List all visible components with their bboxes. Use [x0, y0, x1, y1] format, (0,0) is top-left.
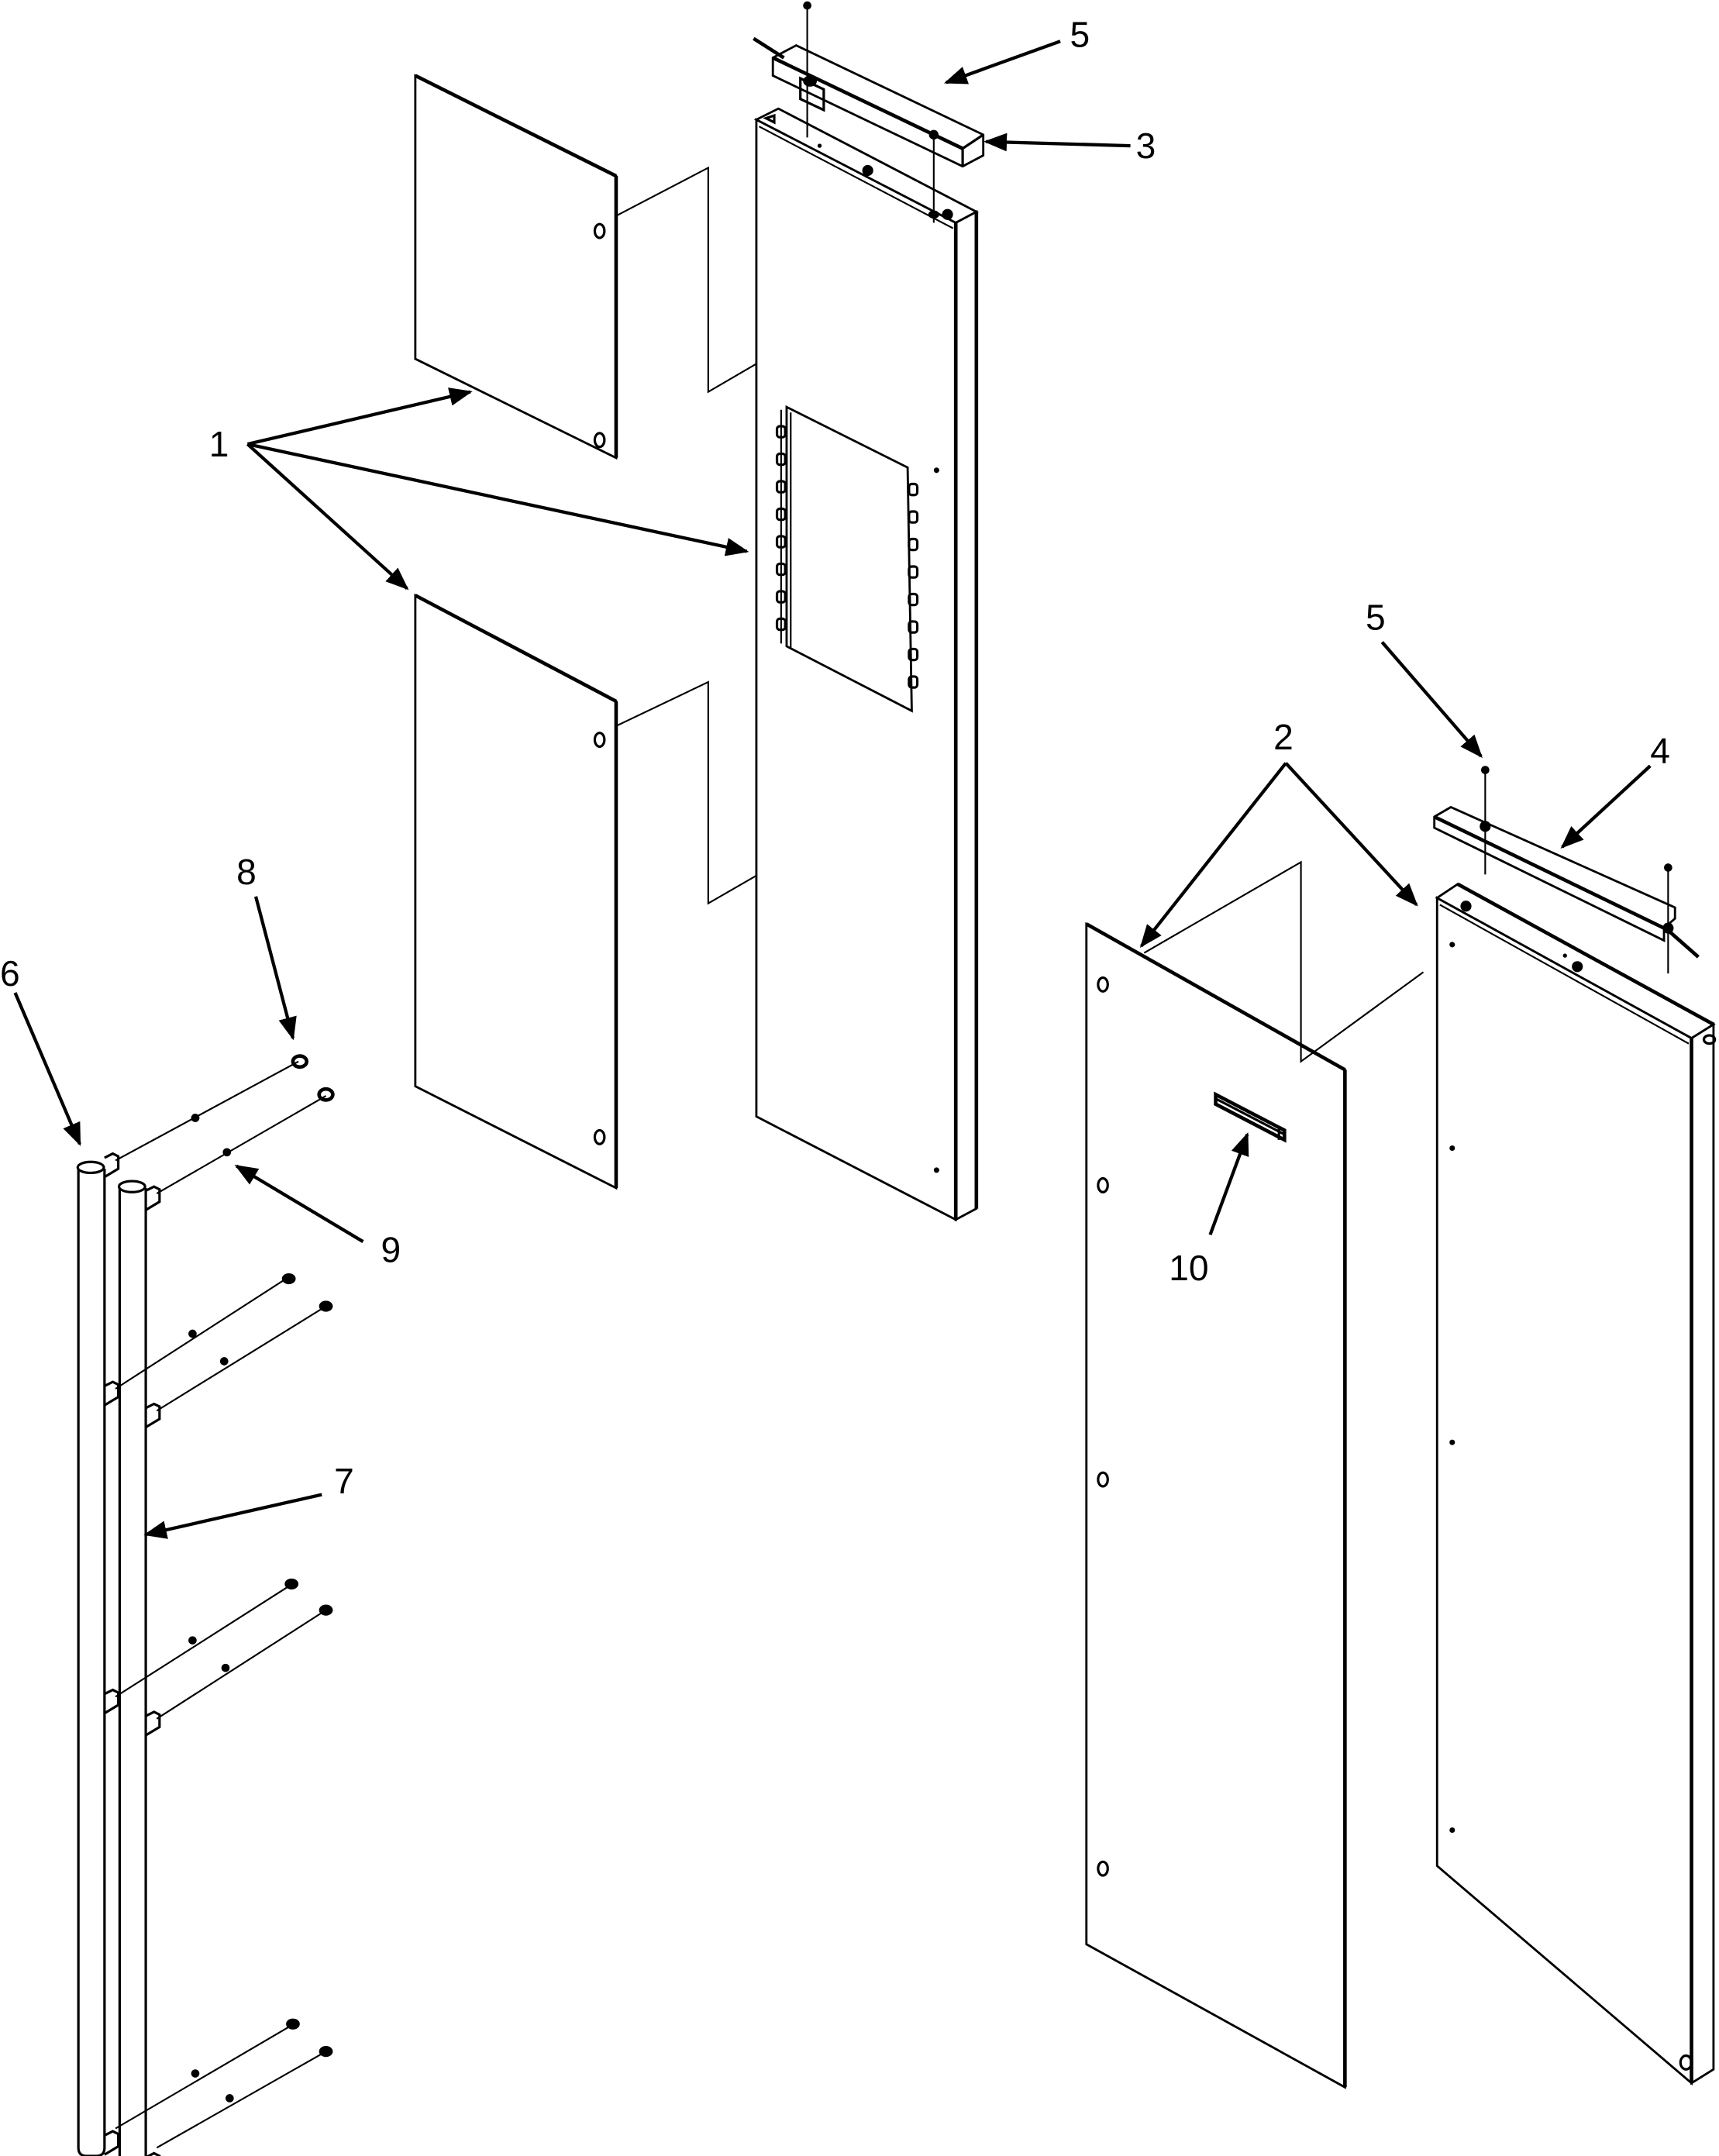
- callout-10-label: 10: [1169, 1248, 1208, 1288]
- left-top-cap-screw: [803, 1, 939, 223]
- callout-7-label: 7: [334, 1461, 354, 1501]
- handle-mount-set-2: [104, 1273, 333, 1429]
- right-door-liner: [1435, 882, 1717, 2086]
- callout-4-label: 4: [1650, 731, 1670, 771]
- callout-5b-label: 5: [1366, 598, 1386, 638]
- handle-mount-set-4: [104, 2018, 333, 2156]
- callout-3-label: 3: [1136, 126, 1156, 166]
- handle-mount-set-3: [104, 1578, 333, 1737]
- door-badge: [1214, 1091, 1287, 1143]
- callout-8-label: 8: [236, 852, 257, 892]
- callout-9-label: 9: [381, 1230, 401, 1270]
- left-door-liner: [753, 107, 979, 1222]
- leader-lines: [13, 40, 1652, 1539]
- lower-door-panel: [414, 593, 937, 1190]
- right-top-cap-screw: [1480, 766, 1674, 974]
- door-window-frame: [775, 405, 919, 713]
- right-door-outer-panel: [1085, 860, 1424, 2089]
- callout-5a-label: 5: [1070, 14, 1090, 54]
- left-handle: [76, 1160, 106, 2156]
- handle-end-cap-screw: [291, 1054, 335, 1102]
- handle-mount-set-1: [104, 1060, 327, 1211]
- handle-mount-stud: [191, 1114, 200, 1122]
- upper-door-panel: [414, 74, 937, 460]
- callout-1-label: 1: [209, 424, 229, 464]
- callout-2-label: 2: [1273, 717, 1294, 757]
- callout-6-label: 6: [0, 953, 20, 994]
- right-handle: [117, 1180, 147, 2156]
